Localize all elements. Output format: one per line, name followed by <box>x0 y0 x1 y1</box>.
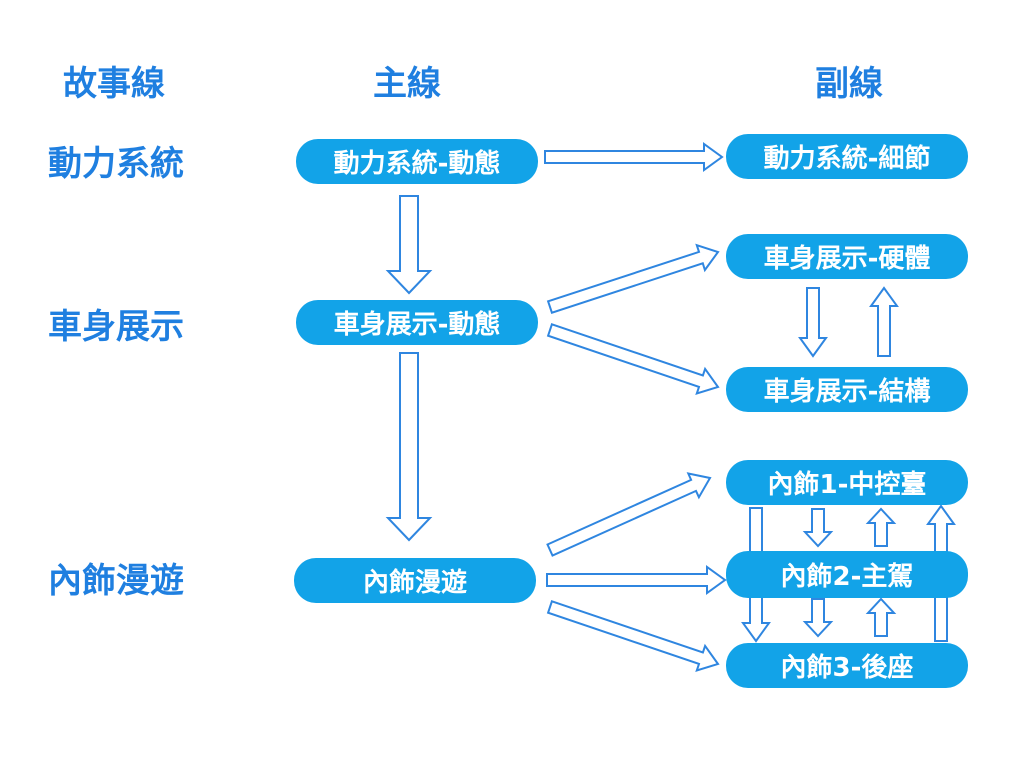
sub-node-power-detail: 動力系統-細節 <box>726 134 968 179</box>
arrow-hardware-to-structure <box>798 287 828 358</box>
arrow-console-to-driver <box>802 508 834 548</box>
arrow-interior-to-console <box>546 472 712 557</box>
arrow-driver-to-console <box>865 507 897 547</box>
header-sub-line: 副線 <box>815 64 883 104</box>
arrow-body-to-interior <box>385 352 433 542</box>
main-node-body: 車身展示-動態 <box>296 300 538 345</box>
arrow-body-to-hardware <box>546 243 720 314</box>
row-label-interior: 內飾漫遊 <box>48 561 184 601</box>
arrow-rear-to-driver <box>865 597 897 637</box>
sub-node-interior-driver: 內飾2-主駕 <box>726 551 968 598</box>
main-node-interior: 內飾漫遊 <box>294 558 536 603</box>
main-node-power: 動力系統-動態 <box>296 139 538 184</box>
sub-node-interior-console: 內飾1-中控臺 <box>726 460 968 505</box>
arrow-interior-to-rear <box>546 600 720 673</box>
sub-node-interior-rear: 內飾3-後座 <box>726 643 968 688</box>
sub-node-body-structure: 車身展示-結構 <box>726 367 968 412</box>
arrow-body-to-structure <box>546 323 720 396</box>
header-main-line: 主線 <box>373 64 441 104</box>
arrow-power-to-body <box>385 195 433 295</box>
row-label-body: 車身展示 <box>48 307 184 347</box>
header-story-line: 故事線 <box>63 64 165 104</box>
arrow-driver-to-rear <box>802 598 834 638</box>
row-label-power: 動力系統 <box>48 144 184 184</box>
arrow-power-to-detail <box>544 142 724 172</box>
arrow-interior-to-driver <box>546 565 727 595</box>
arrow-structure-to-hardware <box>869 286 899 357</box>
sub-node-body-hardware: 車身展示-硬體 <box>726 234 968 279</box>
